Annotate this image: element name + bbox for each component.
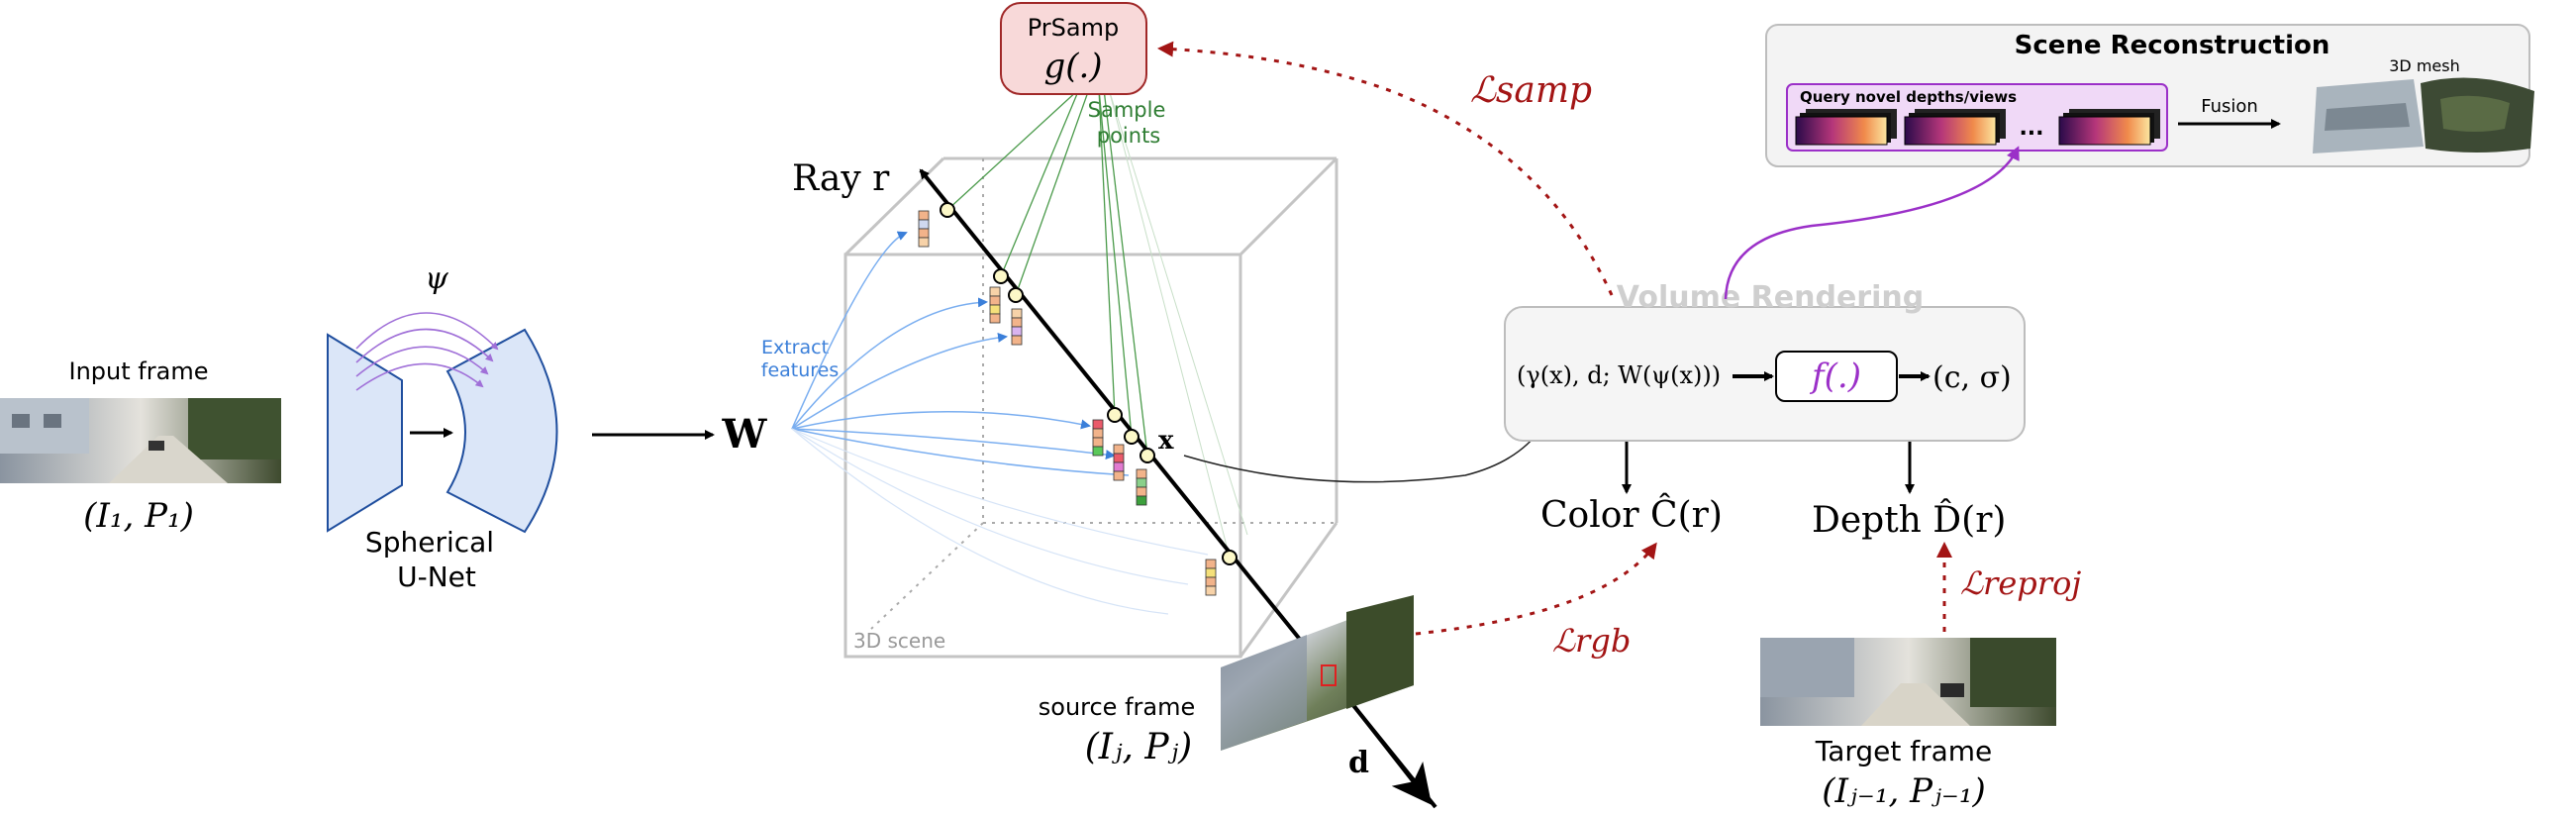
psi-label: ψ bbox=[425, 261, 448, 296]
color-output: Color Ĉ(r) bbox=[1540, 494, 1723, 536]
query-ellipsis: ... bbox=[2019, 116, 2043, 141]
source-frame-math: (Iⱼ, Pⱼ) bbox=[1085, 727, 1192, 767]
volume-rendering-output: (c, σ) bbox=[1932, 360, 2012, 395]
input-frame-math: (I₁, P₁) bbox=[83, 496, 194, 536]
sample-faint-lines bbox=[1108, 88, 1248, 559]
unet-decoder bbox=[446, 328, 558, 534]
scene-label: 3D scene bbox=[853, 629, 945, 653]
prsamp-func: g(.) bbox=[1043, 47, 1102, 86]
cube-hidden-edges bbox=[870, 158, 1337, 630]
d-label: d bbox=[1348, 746, 1369, 780]
input-frame-image bbox=[0, 398, 281, 483]
fusion-label: Fusion bbox=[2201, 96, 2258, 117]
sample-points bbox=[940, 202, 1238, 565]
mesh-label: 3D mesh bbox=[2389, 56, 2460, 75]
spherical-unet: ψ bbox=[327, 261, 558, 534]
sample-point-lines bbox=[946, 88, 1148, 457]
target-frame-label: Target frame bbox=[1815, 735, 1993, 767]
mesh-preview bbox=[2313, 77, 2534, 153]
loss-samp-arrow bbox=[1157, 41, 1614, 296]
scene-reconstruction-title: Scene Reconstruction bbox=[2015, 31, 2330, 60]
f-func: f(.) bbox=[1809, 357, 1861, 396]
loss-rgb-label: ℒrgb bbox=[1552, 622, 1631, 660]
f-box bbox=[1775, 351, 1898, 402]
unet-label-line2: U-Net bbox=[397, 561, 476, 593]
feature-vectors bbox=[918, 210, 1217, 596]
source-frame-label: source frame bbox=[1039, 693, 1196, 721]
extract-features-line1: Extract bbox=[761, 337, 829, 358]
source-frame-image bbox=[1221, 595, 1414, 751]
prsamp-label: PrSamp bbox=[1028, 14, 1119, 42]
volume-rendering-input: (γ(x), d; W(ψ(x))) bbox=[1517, 361, 1721, 389]
loss-samp-label: ℒsamp bbox=[1470, 70, 1592, 111]
loss-rgb-arrow bbox=[1415, 542, 1657, 636]
depth-output: Depth D̂(r) bbox=[1812, 498, 2006, 541]
loss-reproj-label: ℒreproj bbox=[1960, 564, 2081, 602]
skip-connections bbox=[355, 312, 499, 391]
query-novel-label: Query novel depths/views bbox=[1800, 88, 2017, 106]
x-label: x bbox=[1158, 426, 1174, 456]
target-frame-image bbox=[1760, 638, 2056, 726]
prsamp-box bbox=[1000, 2, 1147, 95]
sample-points-line1: Sample bbox=[1088, 98, 1166, 122]
input-frame-label: Input frame bbox=[69, 357, 209, 385]
extract-faint-curves bbox=[791, 428, 1209, 615]
render-to-reconstruction-arrow bbox=[1724, 146, 2020, 300]
ray-label: Ray r bbox=[792, 158, 890, 199]
sample-points-line2: points bbox=[1097, 124, 1161, 148]
extract-features-line2: features bbox=[761, 359, 840, 381]
unet-encoder bbox=[327, 333, 403, 533]
unet-label-line1: Spherical bbox=[365, 526, 494, 559]
depth-map-stacks bbox=[1795, 109, 2160, 146]
extract-feature-curves bbox=[791, 231, 1130, 476]
volume-rendering-title: Volume Rendering bbox=[1617, 280, 1924, 315]
feature-volume-w: W bbox=[722, 411, 768, 458]
target-frame-math: (Iⱼ₋₁, Pⱼ₋₁) bbox=[1822, 771, 1986, 811]
